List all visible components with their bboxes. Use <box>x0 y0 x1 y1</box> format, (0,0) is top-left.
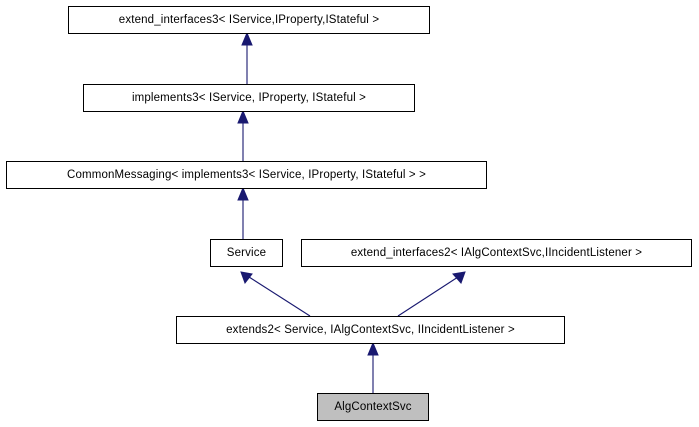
arrowhead-icon <box>452 271 466 284</box>
class-node-label: AlgContextSvc <box>334 400 412 413</box>
edge-CommonMessaging-to-implements3 <box>237 109 249 161</box>
arrowhead-icon <box>241 31 253 46</box>
edge-implements3-to-extend_interfaces3 <box>241 31 253 84</box>
class-node-label: extend_interfaces2< IAlgContextSvc,IInci… <box>350 246 643 259</box>
class-node-label: extend_interfaces3< IService,IProperty,I… <box>118 13 380 26</box>
arrowhead-icon <box>240 271 253 285</box>
class-node-CommonMessaging[interactable]: CommonMessaging< implements3< IService, … <box>6 161 487 189</box>
arrowhead-icon <box>237 109 249 124</box>
class-node-label: Service <box>226 246 267 259</box>
arrowhead-icon <box>237 186 249 201</box>
edge-AlgContextSvc-to-extends2 <box>367 341 379 393</box>
edge-Service-to-CommonMessaging <box>237 186 249 239</box>
class-node-extends2[interactable]: extends2< Service, IAlgContextSvc, IInci… <box>176 316 565 344</box>
class-node-label: CommonMessaging< implements3< IService, … <box>66 168 427 181</box>
edge-extends2-to-extend_interfaces2 <box>397 271 466 317</box>
class-node-AlgContextSvc[interactable]: AlgContextSvc <box>317 393 429 421</box>
class-node-Service[interactable]: Service <box>210 239 283 267</box>
class-node-label: extends2< Service, IAlgContextSvc, IInci… <box>226 323 515 336</box>
class-node-extend_interfaces2[interactable]: extend_interfaces2< IAlgContextSvc,IInci… <box>301 239 692 267</box>
edge-extends2-to-Service <box>240 271 311 317</box>
class-node-implements3[interactable]: implements3< IService, IProperty, IState… <box>83 84 415 112</box>
arrowhead-icon <box>367 341 379 356</box>
class-node-label: implements3< IService, IProperty, IState… <box>131 91 367 104</box>
class-node-extend_interfaces3[interactable]: extend_interfaces3< IService,IProperty,I… <box>68 6 430 34</box>
